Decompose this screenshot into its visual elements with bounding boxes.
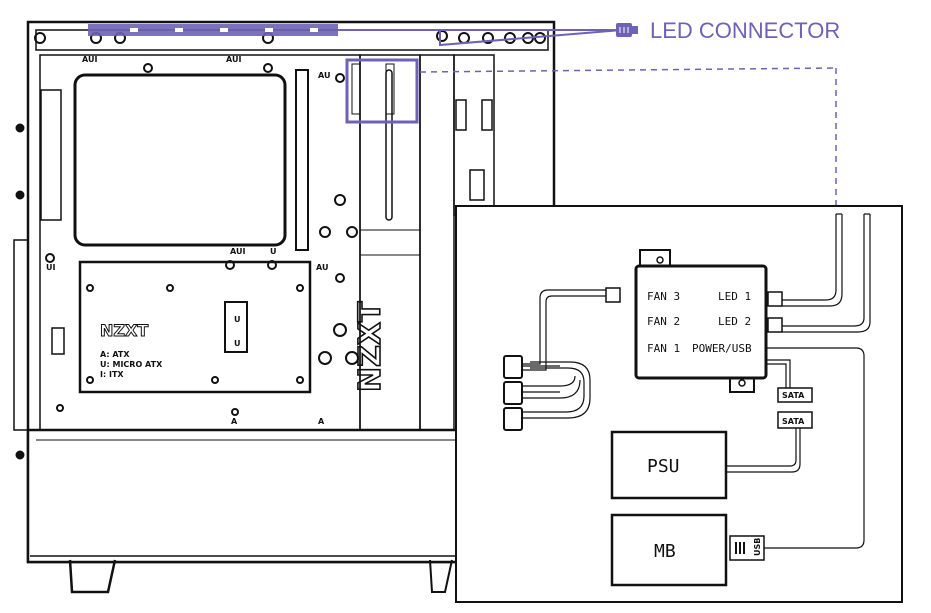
port-fan1: FAN 1	[647, 342, 680, 355]
legend-micro-atx: U: MICRO ATX	[100, 360, 163, 369]
mark-a-1: A	[231, 417, 238, 426]
sata-connector: SATA SATA	[777, 387, 813, 429]
mark-u-2: U	[234, 315, 241, 324]
controller-hub: FAN 3 FAN 2 FAN 1 LED 1 LED 2 POWER/USB	[634, 249, 768, 393]
port-led2: LED 2	[718, 315, 751, 328]
mark-au-2: AU	[316, 263, 328, 272]
sata-label-1: SATA	[782, 391, 805, 400]
port-fan3: FAN 3	[647, 290, 680, 303]
usb-label: USB	[753, 538, 762, 556]
mark-u-1: U	[270, 247, 277, 256]
psu-box: PSU	[610, 430, 728, 500]
mark-aui-1: AUI	[82, 55, 97, 64]
brand-plate-logo: NZXT	[100, 321, 148, 340]
port-fan2: FAN 2	[647, 315, 680, 328]
legend-atx: A: ATX	[100, 350, 130, 359]
legend-itx: I: ITX	[100, 370, 124, 379]
psu-label: PSU	[647, 456, 680, 477]
led-plug-icon	[616, 23, 638, 37]
case-labels: AUI AUI AU AUI U UI AU U U A A NZXT A: A…	[46, 55, 389, 426]
sata-label-2: SATA	[782, 417, 805, 426]
mark-aui-3: AUI	[230, 247, 245, 256]
usb-connector: USB	[729, 535, 765, 561]
mark-aui-2: AUI	[226, 55, 241, 64]
brand-front-logo: NZXT	[353, 301, 388, 392]
led-callout: LED CONNECTOR	[88, 18, 840, 205]
mark-au-1: AU	[318, 71, 330, 80]
led-connector-label: LED CONNECTOR	[650, 18, 840, 43]
mb-box: MB	[610, 513, 728, 587]
wiring-inset: FAN 3 FAN 2 FAN 1 LED 1 LED 2 POWER/USB	[455, 205, 903, 603]
port-power-usb: POWER/USB	[692, 342, 752, 355]
port-led1: LED 1	[718, 290, 751, 303]
mark-u-3: U	[234, 339, 241, 348]
mark-a-2: A	[318, 417, 325, 426]
mb-label: MB	[654, 541, 676, 562]
mark-ui: UI	[46, 263, 55, 272]
